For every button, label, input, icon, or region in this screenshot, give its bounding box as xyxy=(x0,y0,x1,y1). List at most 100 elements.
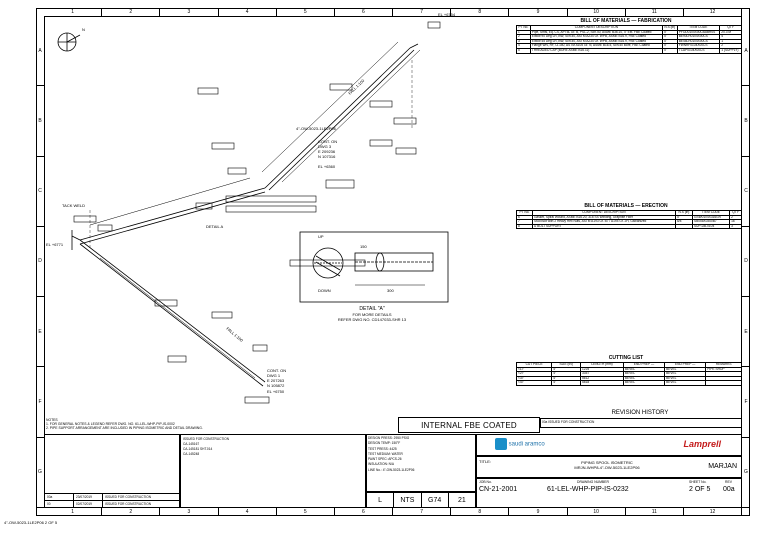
reference-drawing-3: CA-145248 xyxy=(183,452,200,456)
grid-ref: 6 xyxy=(335,508,394,516)
title-label: TITLE: xyxy=(479,459,492,464)
table-cell: U BOLT SUPPORT xyxy=(531,223,676,230)
grid-ref: 4 xyxy=(219,508,277,516)
table-cell: THREADED CAP (BORE ASME B16.11) xyxy=(529,48,663,54)
grid-ref: 11 xyxy=(626,8,684,16)
bom-fabrication-title: BILL OF MATERIALS — FABRICATION xyxy=(580,18,672,24)
pipe-run xyxy=(71,43,419,387)
reference-drawings-block: ISSUED FOR CONSTRUCTION CA-145167 CA-145… xyxy=(180,434,366,508)
cont-dwg-label-2: DWG 1 xyxy=(267,373,281,378)
table-cell: 3 xyxy=(729,223,742,230)
table-cell xyxy=(705,380,742,386)
internal-fbe-coated-label: INTERNAL FBE COATED xyxy=(398,417,540,433)
grid-ref: D xyxy=(742,227,750,298)
cont-on-label-2: CONT. ON xyxy=(267,368,286,373)
logo-row: saudi aramco Lamprell xyxy=(476,434,742,456)
grid-ref: A xyxy=(742,16,750,87)
grid-ref: 6 xyxy=(335,8,394,16)
pipe-section-circle xyxy=(312,247,344,279)
grid-ref: 12 xyxy=(684,508,743,516)
grid-ref: C xyxy=(36,157,44,227)
north-arrow-icon xyxy=(57,32,81,52)
scale-value: NTS xyxy=(394,493,422,507)
fall-label: FALL 1:100 xyxy=(225,326,244,343)
grid-ref: G xyxy=(742,438,750,508)
dim-150: 150 xyxy=(360,244,367,249)
grid-ref: 3 xyxy=(160,8,219,16)
revision-cell: 23/07/2019 xyxy=(74,494,103,500)
tack-weld-label: TACK WELD xyxy=(62,203,85,208)
grid-ref: C xyxy=(742,157,750,227)
line-ref-label: 4"-OW-5023-1LE2P06 xyxy=(296,126,337,131)
north-label: N xyxy=(82,27,85,32)
grid-ref: F xyxy=(36,367,44,438)
index-value: L xyxy=(367,493,395,507)
elevation-mid: EL +6360 xyxy=(318,164,336,169)
platform-value: 21 xyxy=(457,497,466,504)
job-no-label: JOB No. xyxy=(479,480,492,484)
process-field: INSULATION: N/A xyxy=(368,462,394,467)
grid-ref: 9 xyxy=(509,8,568,16)
coord-e-2: E 207263 xyxy=(267,378,285,383)
table-cell: <4> xyxy=(515,380,553,386)
up-label: UP xyxy=(318,234,324,239)
plant-no-value: G74 xyxy=(422,493,449,507)
grid-ref: 8 xyxy=(451,8,510,16)
dim-300: 300 xyxy=(387,288,394,293)
grid-ref: 2 xyxy=(102,508,161,516)
elevation-bottom: EL +6750 xyxy=(267,389,285,394)
sheet-number: 2 OF 5 xyxy=(689,486,711,493)
revision-cell: ISSUED FOR CONSTRUCTION xyxy=(105,502,152,506)
process-field: DESIGN PRESS: 2950 PSIG xyxy=(368,436,410,440)
grid-ref: 4 xyxy=(219,8,277,16)
grid-ref: 11 xyxy=(626,508,684,516)
cont-on-label-1: CONT. ON xyxy=(318,139,337,144)
revision-cell: 00a xyxy=(45,494,74,500)
revision-history-title: REVISION HISTORY xyxy=(611,410,669,416)
aramco-logo-icon xyxy=(495,438,507,450)
rev-number: 00a xyxy=(723,486,735,493)
callout-boxes xyxy=(73,21,441,404)
note-1: 1. FOR GENERAL NOTES & LEGEND REFER DWG.… xyxy=(46,422,175,427)
note-2: 2. PIPE SUPPORT ARRANGEMENT ARE INCLUDED… xyxy=(46,426,203,431)
grid-ref: 9 xyxy=(509,508,568,516)
drawing-number-row: JOB No. CN-21-2001 DRAWING NUMBER 61-LEL… xyxy=(476,478,742,508)
project-name: MARJAN xyxy=(708,463,737,470)
table-cell: SUP-UB-0104 xyxy=(692,223,731,230)
revision-history-row: 00a ISSUED FOR CONSTRUCTION xyxy=(540,418,742,428)
coord-n-1: N 107316 xyxy=(318,154,336,159)
process-field: TEST PRESS: 4425 xyxy=(368,446,397,451)
process-field: LINE No.: 4"-OW-5023-1LE2P06 xyxy=(368,467,415,472)
grid-ref: 1 xyxy=(44,8,103,16)
grid-ref: F xyxy=(742,367,750,438)
table-cell: BEVEL xyxy=(622,380,666,386)
table-cell: 5 xyxy=(516,48,531,54)
drawing-number: 61-LEL-WHP-PIP-IS-0232 xyxy=(547,486,629,493)
grid-ref: E xyxy=(742,297,750,368)
bom-erection-title: BILL OF MATERIALS — ERECTION xyxy=(584,203,668,209)
revision-cell: 02/07/2019 xyxy=(74,501,103,507)
footer-line-ref: 4"-OW-5023-1LE2P06 2 OF 5 xyxy=(4,520,58,525)
grid-ref: A xyxy=(36,16,44,87)
reference-status: ISSUED FOR CONSTRUCTION xyxy=(183,437,230,441)
table-cell: 1 (SUPPLY) xyxy=(719,48,742,54)
notes-label: NOTES xyxy=(46,418,58,422)
detail-a-note-1: FOR MORE DETAILS xyxy=(352,312,391,317)
elevation-top: EL +6754 xyxy=(438,12,456,17)
detail-a-note-2: REFER DWG NO. CD147033-SHR 13 xyxy=(338,317,407,322)
grid-ref: B xyxy=(36,86,44,157)
coord-e-1: E 209236 xyxy=(318,149,336,154)
aramco-logo: saudi aramco xyxy=(495,438,545,450)
grid-ref: 5 xyxy=(277,8,335,16)
grid-ref: 12 xyxy=(684,8,743,16)
